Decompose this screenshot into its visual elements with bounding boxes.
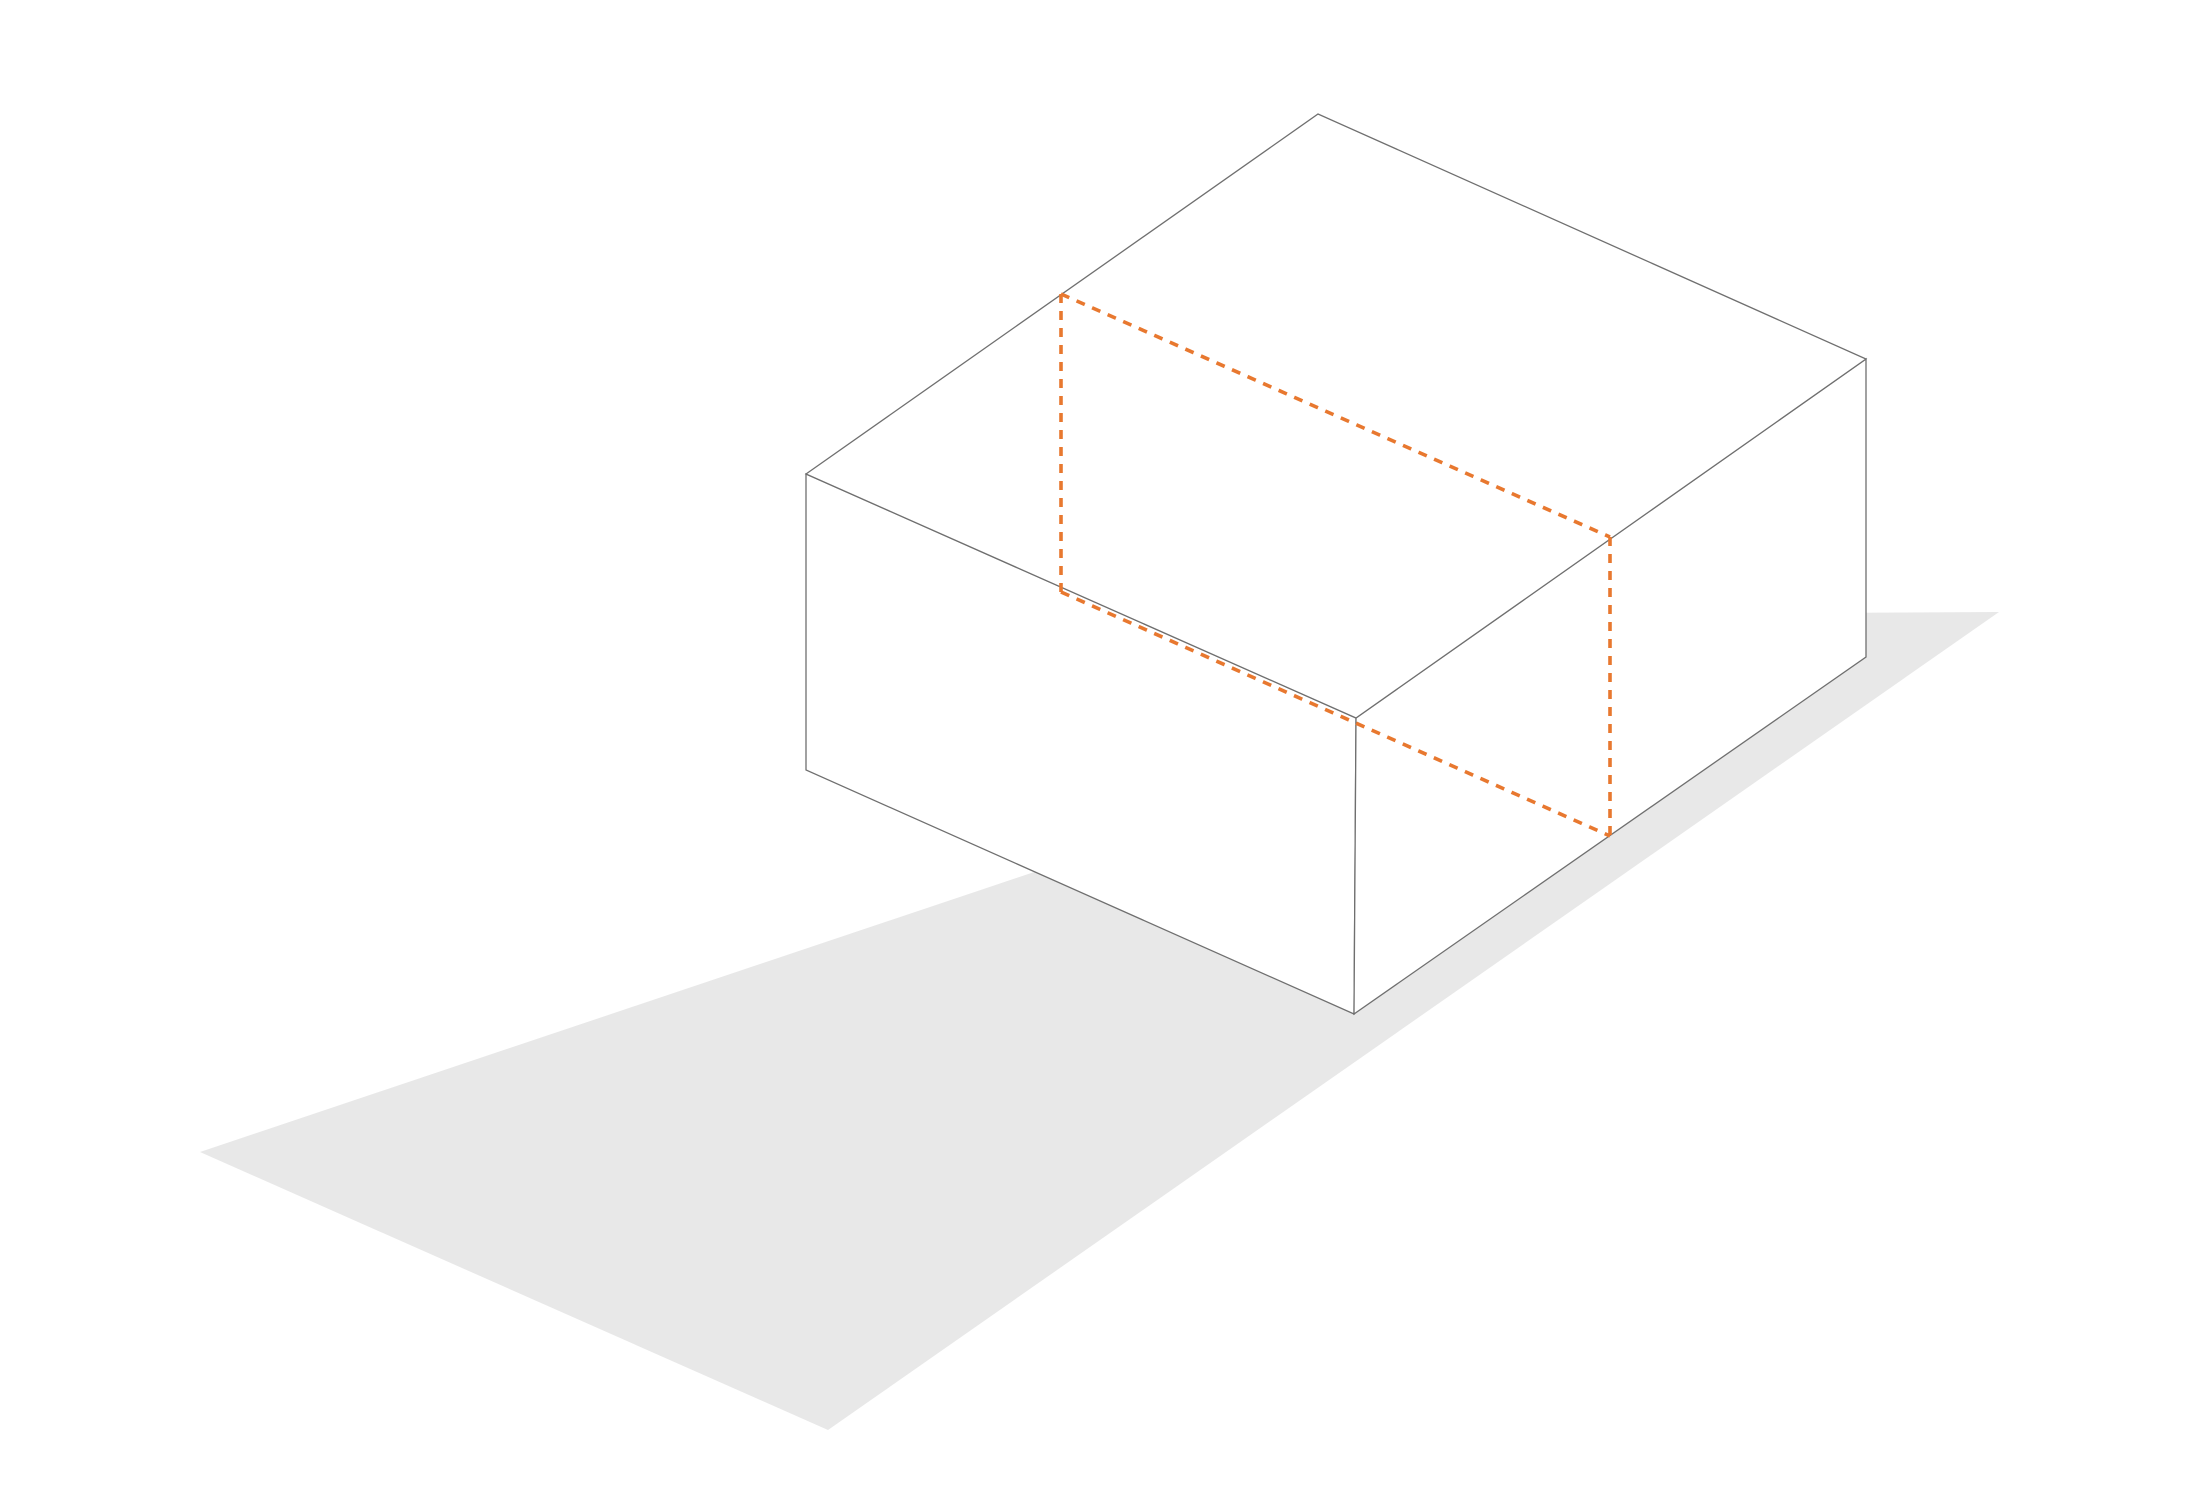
section-edge-bottom xyxy=(1060,590,1611,838)
section-edge-top xyxy=(1060,292,1611,539)
box-top-face xyxy=(804,113,1868,719)
section-plane-outline xyxy=(1059,292,1612,838)
